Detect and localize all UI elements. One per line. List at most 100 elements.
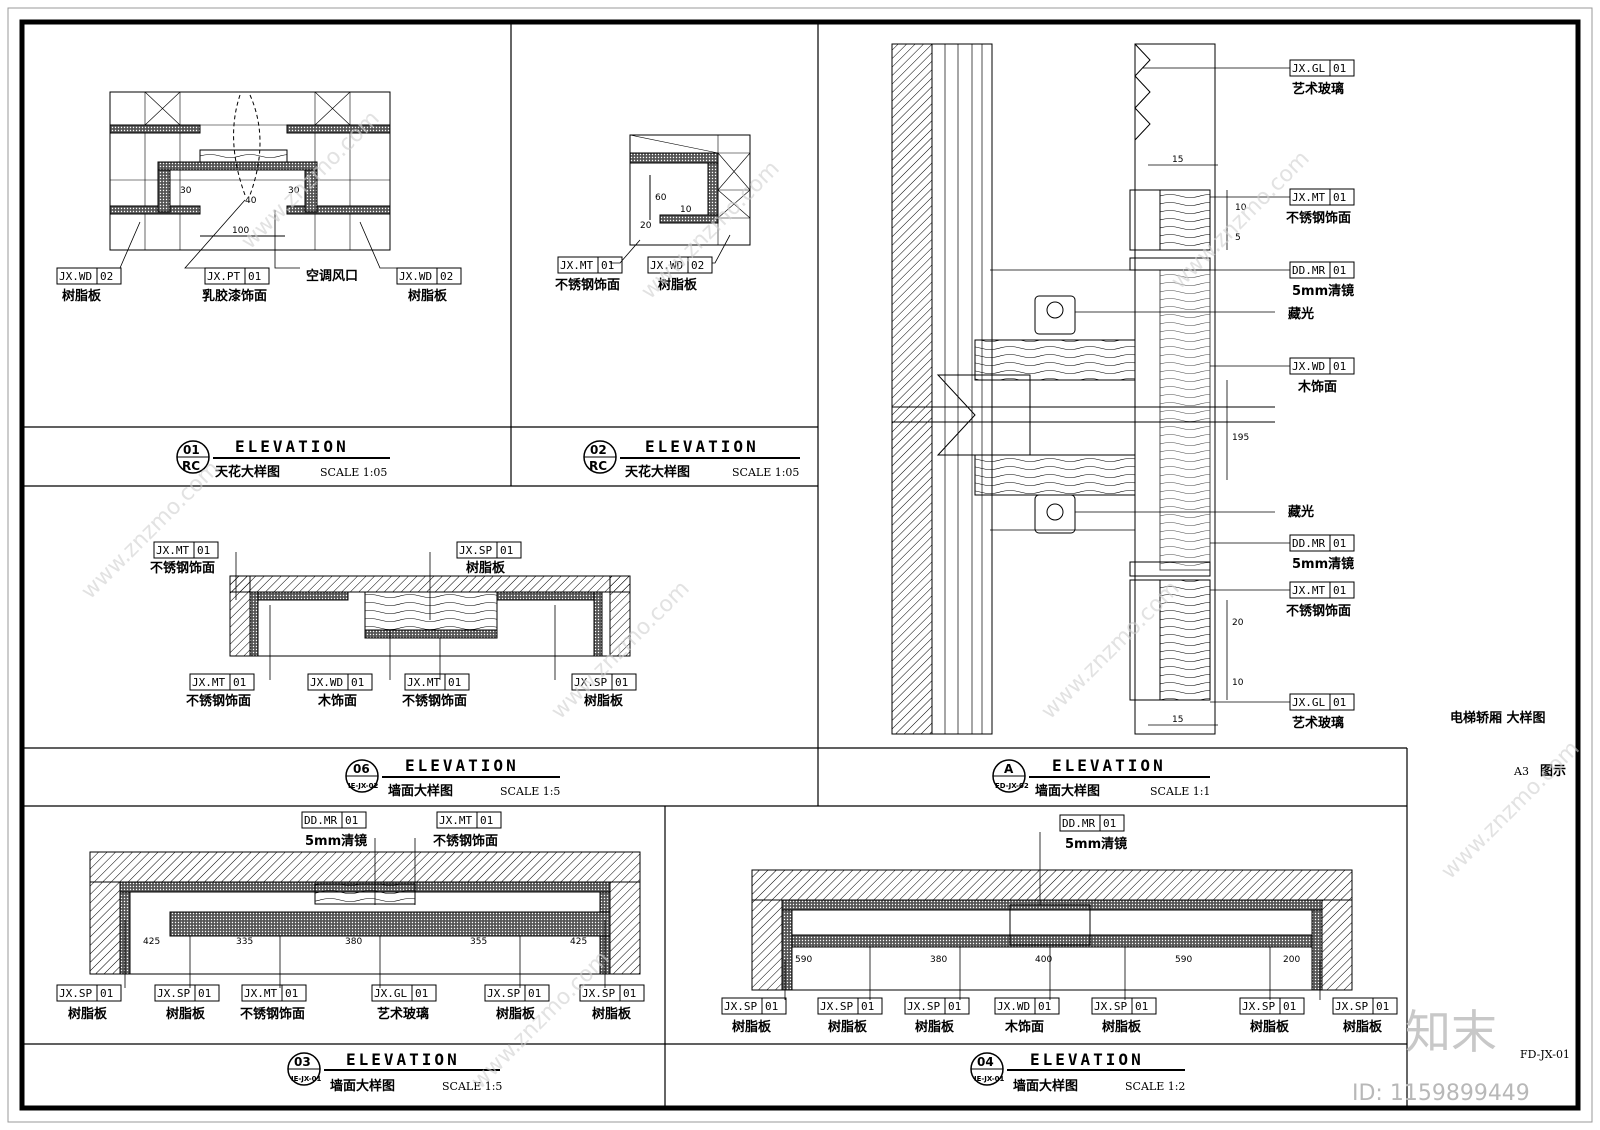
side-caption: 电梯轿厢 大样图 [1450, 710, 1546, 726]
dim-label: 590 [795, 955, 812, 965]
svg-text:5mm清镜: 5mm清镜 [1292, 556, 1354, 572]
svg-text:01: 01 [528, 987, 541, 1000]
svg-text:JX.GL: JX.GL [374, 987, 407, 1000]
svg-text:01: 01 [1333, 62, 1346, 75]
svg-text:木饰面: 木饰面 [1297, 379, 1337, 395]
tag-p01-3-label: 空调风口 [306, 268, 358, 284]
svg-text:03: 03 [294, 1055, 311, 1069]
svg-text:墙面大样图: 墙面大样图 [1035, 783, 1100, 799]
svg-text:01: 01 [285, 987, 298, 1000]
svg-text:01: 01 [615, 676, 628, 689]
tag-pA-4-label: 藏光 [1288, 306, 1314, 322]
svg-text:不锈钢饰面: 不锈钢饰面 [1286, 210, 1351, 226]
title-block-A: A FD-JX-02 ELEVATION 墙面大样图 SCALE 1:1 [992, 756, 1210, 799]
svg-text:不锈钢饰面: 不锈钢饰面 [555, 277, 620, 293]
svg-text:IE-JX-02: IE-JX-02 [348, 782, 378, 790]
svg-text:5mm清镜: 5mm清镜 [1065, 836, 1127, 852]
svg-text:艺术玻璃: 艺术玻璃 [1292, 715, 1344, 731]
svg-text:01: 01 [345, 814, 358, 827]
watermark-id: ID: 1159899449 [1352, 1081, 1530, 1106]
watermark-logo: 知末 [1405, 1005, 1497, 1059]
svg-text:01: 01 [198, 987, 211, 1000]
svg-text:01: 01 [1038, 1000, 1051, 1013]
svg-text:SCALE 1:05: SCALE 1:05 [320, 466, 387, 479]
svg-text:JX.WD: JX.WD [399, 270, 432, 283]
title-block-01: 01 RC ELEVATION 天花大样图 SCALE 1:05 [176, 437, 390, 480]
svg-text:02: 02 [100, 270, 113, 283]
dim-label: 10 [680, 205, 692, 215]
svg-text:JX.WD: JX.WD [997, 1000, 1030, 1013]
svg-text:不锈钢饰面: 不锈钢饰面 [240, 1006, 305, 1022]
svg-text:ELEVATION: ELEVATION [346, 1050, 460, 1069]
svg-text:JX.SP: JX.SP [820, 1000, 853, 1013]
dim-label: 20 [640, 221, 652, 231]
svg-text:JX.WD: JX.WD [1292, 360, 1325, 373]
svg-text:SCALE 1:2: SCALE 1:2 [1125, 1080, 1185, 1093]
svg-text:SCALE 1:5: SCALE 1:5 [442, 1080, 502, 1093]
title-block-04: 04 IE-JX-01 ELEVATION 墙面大样图 SCALE 1:2 [970, 1050, 1185, 1094]
dim-label: 5 [1235, 233, 1241, 243]
svg-text:不锈钢饰面: 不锈钢饰面 [1286, 603, 1351, 619]
title-block-06: 06 IE-JX-02 ELEVATION 墙面大样图 SCALE 1:5 [345, 756, 560, 799]
svg-text:ELEVATION: ELEVATION [405, 756, 519, 775]
svg-text:乳胶漆饰面: 乳胶漆饰面 [202, 288, 267, 304]
svg-text:JX.MT: JX.MT [407, 676, 440, 689]
svg-text:02: 02 [440, 270, 453, 283]
svg-text:01: 01 [1333, 264, 1346, 277]
svg-text:DD.MR: DD.MR [1062, 817, 1095, 830]
dim-label: 380 [345, 937, 362, 947]
dim-label: 15 [1172, 155, 1183, 165]
svg-text:DD.MR: DD.MR [1292, 537, 1325, 550]
svg-text:不锈钢饰面: 不锈钢饰面 [150, 560, 215, 576]
svg-text:JX.GL: JX.GL [1292, 62, 1325, 75]
panel-dividers [24, 24, 1408, 1106]
svg-text:IE-JX-01: IE-JX-01 [291, 1075, 321, 1083]
svg-text:www.znzmo.com: www.znzmo.com [1437, 736, 1585, 884]
svg-text:FD-JX-02: FD-JX-02 [995, 782, 1029, 790]
tag-p06-top-1: JX.MT 01 不锈钢饰面 [150, 541, 219, 576]
svg-text:天花大样图: 天花大样图 [625, 464, 690, 480]
svg-text:DD.MR: DD.MR [304, 814, 337, 827]
svg-text:JX.SP: JX.SP [574, 676, 607, 689]
svg-text:墙面大样图: 墙面大样图 [1013, 1078, 1078, 1094]
tag-pA-6-label: 藏光 [1288, 504, 1314, 520]
title-block-02: 02 RC ELEVATION 天花大样图 SCALE 1:05 [583, 437, 800, 480]
svg-text:ELEVATION: ELEVATION [235, 437, 349, 456]
svg-text:ELEVATION: ELEVATION [645, 437, 759, 456]
svg-text:树脂板: 树脂板 [592, 1006, 632, 1022]
svg-text:JX.WD: JX.WD [59, 270, 92, 283]
svg-text:不锈钢饰面: 不锈钢饰面 [433, 833, 498, 849]
svg-text:树脂板: 树脂板 [68, 1006, 108, 1022]
svg-text:JX.SP: JX.SP [59, 987, 92, 1000]
dim-label: 335 [236, 937, 253, 947]
svg-text:JX.SP: JX.SP [582, 987, 615, 1000]
dim-label: 10 [1232, 678, 1244, 688]
svg-text:JX.SP: JX.SP [459, 544, 492, 557]
svg-text:木饰面: 木饰面 [317, 693, 357, 709]
svg-text:01: 01 [197, 544, 210, 557]
svg-text:01: 01 [1333, 696, 1346, 709]
svg-text:JX.MT: JX.MT [156, 544, 189, 557]
dim-label: 425 [143, 937, 160, 947]
svg-text:树脂板: 树脂板 [1102, 1019, 1142, 1035]
dim-label: 30 [180, 186, 192, 196]
svg-text:RC: RC [589, 459, 607, 473]
